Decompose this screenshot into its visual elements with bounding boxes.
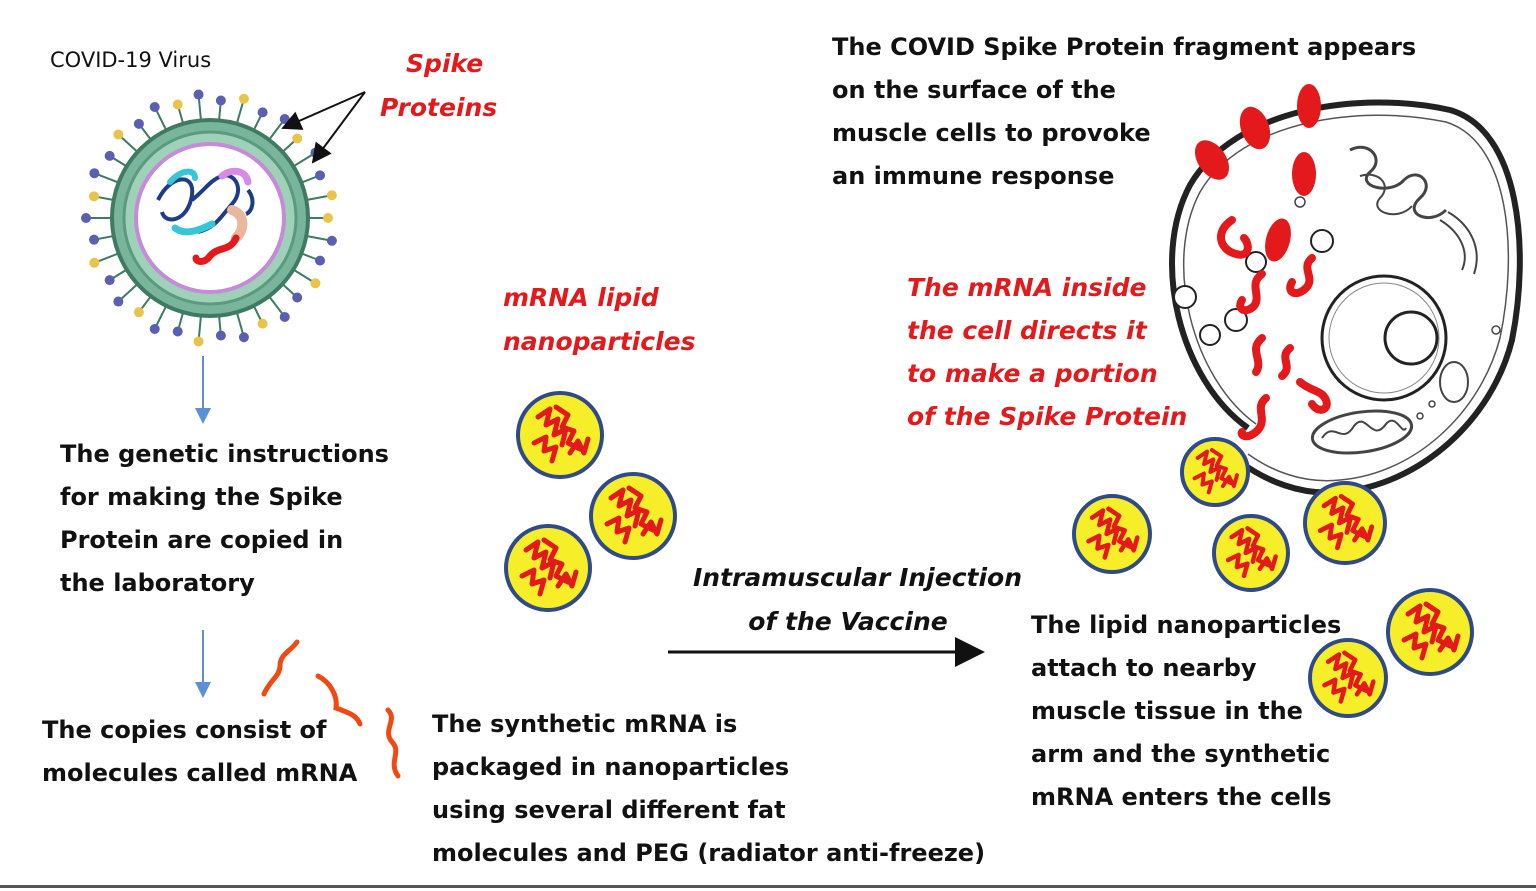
virus-spike-tip [257,318,268,329]
nanoparticles-line-2: nanoparticles [503,327,696,356]
fragment-line-2: on the surface of the [832,76,1116,104]
virus-spike-tip [193,336,204,347]
synthetic-line-3: using several different fat [432,796,786,824]
virus-spike-tip [172,326,183,337]
injection-line-2: of the Vaccine [748,607,948,636]
spike-proteins-label: Spike Proteins [380,42,497,130]
virus-spike-tip [292,292,303,303]
genetic-instructions-text: The genetic instructions for making the … [60,433,389,605]
lipid-nanoparticle [1180,437,1250,507]
lipid-nanoparticle [1386,588,1474,676]
nanoparticles-label: mRNA lipid nanoparticles [503,276,695,364]
injection-line-1: Intramuscular Injection [693,563,1023,592]
lipid-nanoparticle [589,472,677,560]
synthetic-mrna-text: The synthetic mRNA is packaged in nanopa… [432,703,985,875]
virus-spike-tip [257,107,268,118]
virus-spike-tip [81,213,91,223]
genetic-line-1: The genetic instructions [60,440,389,468]
spike-pointer-arrows [281,91,366,164]
inside-line-3: to make a portion [907,359,1158,388]
lipid-line-4: arm and the synthetic [1031,740,1331,768]
genetic-line-3: Protein are copied in [60,526,344,554]
virus-spike-tip [315,170,326,181]
virus-spike-tip [279,114,290,125]
virus-spike-tip [238,93,249,104]
inside-line-4: of the Spike Protein [907,402,1188,431]
lipid-nanoparticle [504,524,592,612]
lipid-nanoparticle [516,391,604,479]
virus-spike-tip [133,307,144,318]
fragment-line-3: muscle cells to provoke [832,119,1151,147]
virus-spike-tip [215,330,226,341]
virus-spike-tip [113,129,124,140]
virus-title: COVID-19 Virus [50,48,212,72]
virus-spike-tip [238,332,249,343]
virus-spike-tip [315,255,326,266]
virus-spike-tip [89,191,100,202]
genetic-line-2: for making the Spike [60,483,343,511]
lipid-attach-text: The lipid nanoparticles attach to nearby… [1031,604,1341,819]
virus-spike-tip [172,99,183,110]
nanoparticle-group [504,391,1474,718]
mrna-strands [261,639,401,779]
lipid-nanoparticle [1308,638,1388,718]
lipid-line-3: muscle tissue in the [1031,697,1303,725]
lipid-nanoparticle [1303,481,1387,565]
virus-spike-tip [279,311,290,322]
bottom-border [0,885,1536,888]
copies-line-2: molecules called mRNA [42,759,358,787]
virus-spike-tip [149,101,160,112]
virus-spike-tip [89,234,100,245]
virus-spike-tip [292,133,303,144]
virus-spike-tip [104,275,115,286]
lipid-line-1: The lipid nanoparticles [1031,611,1342,639]
synthetic-line-2: packaged in nanoparticles [432,753,790,781]
spike-label-line2: Proteins [380,93,498,122]
lipid-nanoparticle [1212,514,1290,592]
lipid-line-2: attach to nearby [1031,654,1257,682]
virus-spike-tip [193,89,204,100]
virus-spike-tip [89,257,100,268]
virus-illustration [81,89,337,347]
inside-line-2: the cell directs it [907,316,1147,345]
lipid-line-5: mRNA enters the cells [1031,783,1332,811]
virus-spike-tip [104,150,115,161]
inside-line-1: The mRNA inside [907,273,1147,302]
mrna-inside-cell-label: The mRNA inside the cell directs it to m… [907,266,1187,438]
fragment-line-4: an immune response [832,162,1115,190]
virus-spike-tip [310,278,321,289]
virus-spike-tip [215,95,226,106]
injection-label: Intramuscular Injection of the Vaccine [693,556,1023,644]
genetic-line-4: the laboratory [60,569,255,597]
fragment-line-1: The COVID Spike Protein fragment appears [832,33,1417,61]
virus-spike-tip [149,324,160,335]
virus-spike-tip [113,296,124,307]
lipid-nanoparticle [1072,494,1152,574]
virus-spike-tip [133,118,144,129]
spike-label-line1: Spike [406,49,484,78]
copies-text: The copies consist of molecules called m… [42,709,357,795]
virus-spike-tip [326,235,337,246]
spike-fragment-text: The COVID Spike Protein fragment appears… [832,26,1416,198]
virus-spike-tip [89,168,100,179]
virus-spike-tip [323,213,333,223]
synthetic-line-4: molecules and PEG (radiator anti-freeze) [432,839,986,867]
muscle-cell [1169,84,1523,496]
copies-line-1: The copies consist of [42,716,327,744]
synthetic-line-1: The synthetic mRNA is [432,710,738,738]
nanoparticles-line-1: mRNA lipid [503,283,659,312]
virus-spike-tip [326,190,337,201]
